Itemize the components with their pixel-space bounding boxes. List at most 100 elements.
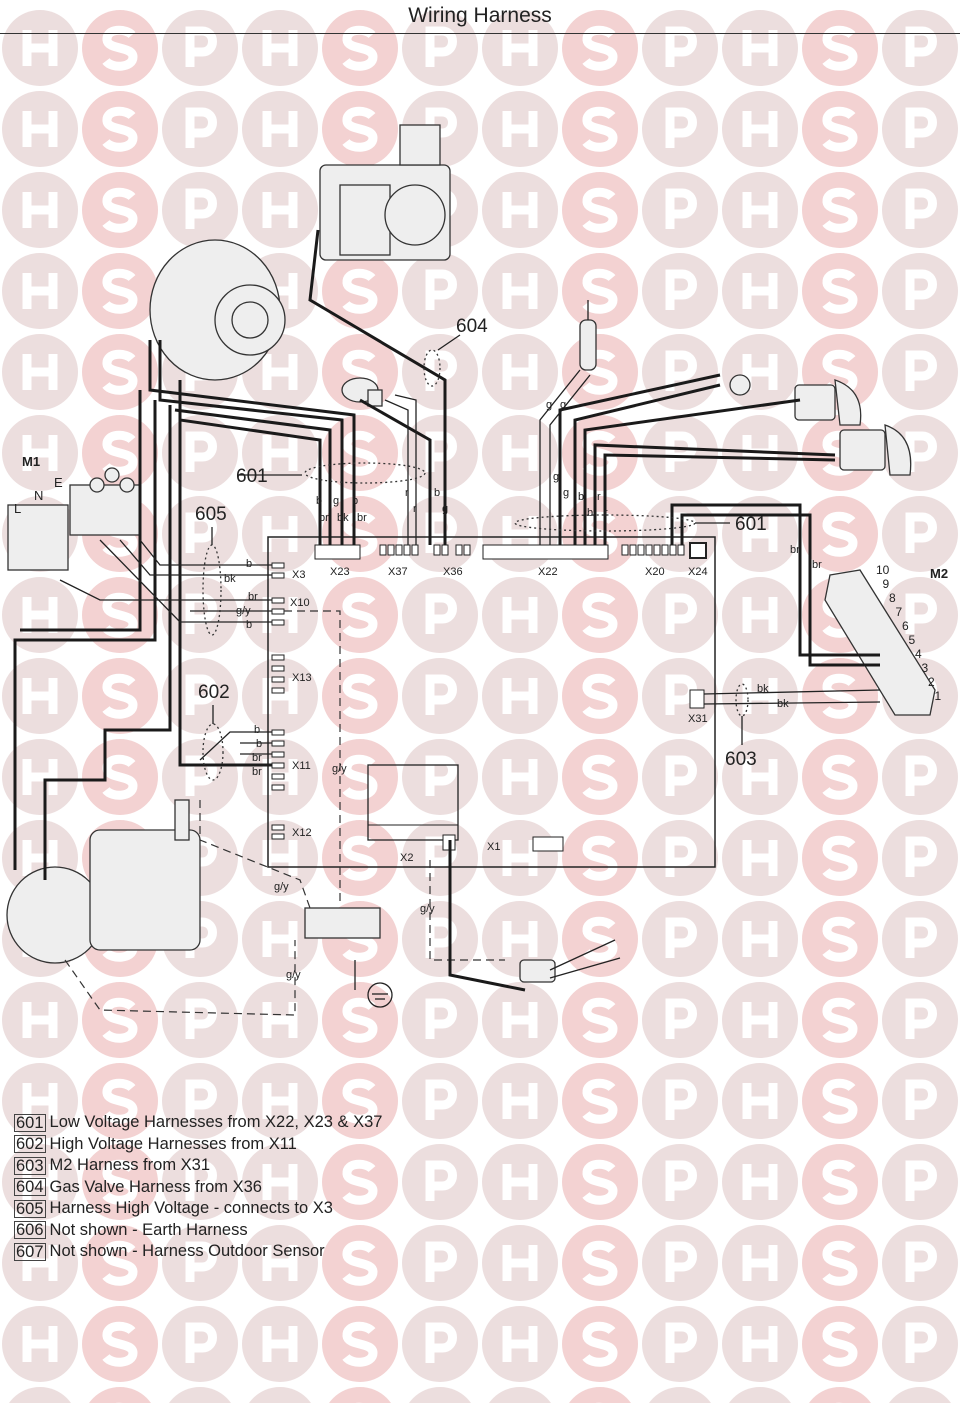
watermark-glyph bbox=[502, 435, 538, 471]
watermark-glyph bbox=[502, 273, 538, 309]
watermark-glyph bbox=[822, 916, 858, 962]
watermark-glyph bbox=[665, 674, 697, 715]
label-x1: X1 bbox=[487, 841, 500, 853]
fan bbox=[149, 239, 286, 381]
watermark-glyph bbox=[185, 1241, 217, 1282]
watermark-glyph bbox=[582, 592, 618, 638]
watermark-glyph bbox=[425, 674, 457, 715]
watermark-glyph bbox=[502, 678, 538, 714]
svg-text:b: b bbox=[352, 495, 358, 507]
watermark-glyph bbox=[342, 430, 378, 476]
watermark-glyph bbox=[582, 1078, 618, 1124]
watermark-glyph bbox=[905, 836, 937, 877]
svg-text:r: r bbox=[597, 491, 601, 503]
watermark-glyph bbox=[342, 106, 378, 152]
svg-text:g: g bbox=[563, 487, 569, 499]
watermark-circle bbox=[249, 1387, 311, 1403]
connector-x36 bbox=[433, 544, 471, 556]
svg-text:br: br bbox=[319, 512, 329, 524]
watermark-glyph bbox=[742, 111, 778, 147]
watermark-glyph bbox=[185, 998, 217, 1039]
watermark-glyph bbox=[342, 1078, 378, 1124]
watermark-glyph bbox=[102, 997, 138, 1043]
watermark-glyph bbox=[262, 678, 298, 714]
callout-603: 603 bbox=[725, 749, 757, 770]
label-x11: X11 bbox=[292, 760, 311, 772]
overheat-thermostat bbox=[341, 377, 383, 407]
m1-terminal-l: L bbox=[14, 501, 21, 516]
watermark-glyph bbox=[582, 1240, 618, 1286]
watermark-glyph bbox=[905, 755, 937, 796]
watermark-glyph bbox=[102, 25, 138, 71]
svg-text:b: b bbox=[246, 619, 252, 631]
watermark-glyph bbox=[822, 754, 858, 800]
earth-terminal bbox=[304, 907, 393, 1008]
watermark-glyph bbox=[742, 1083, 778, 1119]
watermark-glyph bbox=[665, 836, 697, 877]
watermark-glyph bbox=[185, 593, 217, 634]
watermark-glyph bbox=[22, 759, 58, 795]
watermark-glyph bbox=[582, 25, 618, 71]
watermark-glyph bbox=[822, 25, 858, 71]
watermark-glyph bbox=[582, 187, 618, 233]
watermark-glyph bbox=[102, 1078, 138, 1124]
connector-x31 bbox=[689, 689, 705, 709]
connector-x10 bbox=[271, 597, 285, 626]
watermark-glyph bbox=[22, 435, 58, 471]
svg-text:r: r bbox=[604, 507, 608, 519]
m2-terminal-number: 3 bbox=[922, 661, 929, 675]
watermark-glyph bbox=[905, 1241, 937, 1282]
watermark-glyph bbox=[425, 350, 457, 391]
svg-text:g/y: g/y bbox=[332, 763, 347, 775]
watermark-glyph bbox=[905, 917, 937, 958]
watermark-glyph bbox=[742, 1326, 778, 1362]
watermark-glyph bbox=[502, 354, 538, 390]
connector-x12 bbox=[271, 824, 285, 840]
watermark-glyph bbox=[665, 269, 697, 310]
watermark-glyph bbox=[905, 998, 937, 1039]
watermark-glyph bbox=[22, 1083, 58, 1119]
watermark-glyph bbox=[262, 192, 298, 228]
ignition-electrode bbox=[519, 939, 621, 983]
watermark-glyph bbox=[742, 192, 778, 228]
m2-terminal-number: 5 bbox=[909, 633, 916, 647]
watermark-glyph bbox=[262, 1245, 298, 1281]
watermark-glyph bbox=[262, 1002, 298, 1038]
svg-text:r: r bbox=[413, 503, 417, 515]
watermark-glyph bbox=[665, 107, 697, 148]
watermark-glyph bbox=[822, 1240, 858, 1286]
svg-text:br: br bbox=[812, 559, 822, 571]
watermark-glyph bbox=[22, 111, 58, 147]
watermark-glyph bbox=[742, 597, 778, 633]
svg-text:br: br bbox=[790, 544, 800, 556]
watermark-glyph bbox=[342, 25, 378, 71]
legend-code: 606 bbox=[14, 1221, 46, 1240]
m1-terminal-n: N bbox=[34, 488, 43, 503]
watermark-glyph bbox=[342, 673, 378, 719]
watermark-glyph bbox=[262, 1164, 298, 1200]
watermark-glyph bbox=[342, 511, 378, 557]
watermark-glyph bbox=[665, 917, 697, 958]
watermark-circle bbox=[89, 1387, 151, 1403]
watermark-glyph bbox=[102, 106, 138, 152]
watermark-glyph bbox=[905, 1322, 937, 1363]
watermark-glyph bbox=[185, 431, 217, 472]
watermark-glyph bbox=[582, 430, 618, 476]
watermark-circle bbox=[409, 1387, 471, 1403]
svg-text:g/y: g/y bbox=[236, 605, 251, 617]
watermark-circle bbox=[329, 1387, 391, 1403]
label-x37: X37 bbox=[388, 566, 408, 578]
watermark-circle bbox=[889, 1387, 951, 1403]
watermark-glyph bbox=[502, 30, 538, 66]
svg-text:g/y: g/y bbox=[286, 969, 301, 981]
m2-terminal-number: 9 bbox=[883, 577, 890, 591]
legend-text: M2 Harness from X31 bbox=[49, 1156, 211, 1174]
legend-text: Low Voltage Harnesses from X22, X23 & X3… bbox=[49, 1113, 383, 1131]
m2-label: M2 bbox=[930, 566, 948, 581]
page-title: Wiring Harness bbox=[408, 4, 552, 27]
watermark-glyph bbox=[742, 678, 778, 714]
legend-code: 604 bbox=[14, 1178, 46, 1197]
